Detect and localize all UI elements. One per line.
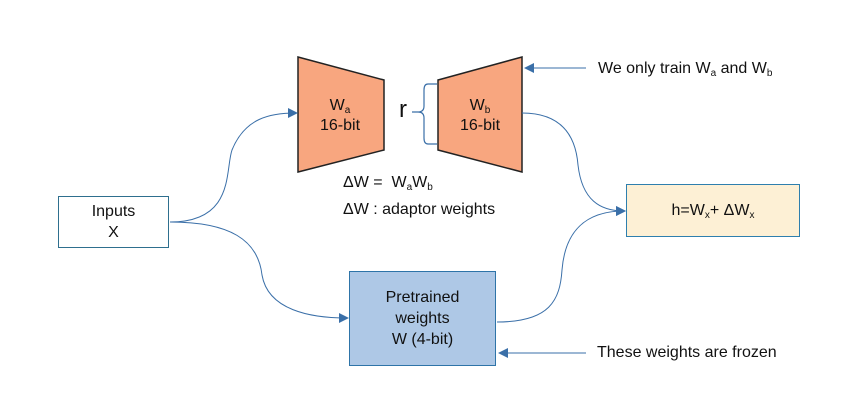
delta-w-description: ΔW : adaptor weights (343, 201, 496, 218)
arrow-wb-to-output (521, 112, 626, 216)
inputs-variable: X (108, 224, 119, 241)
output-sub1: x (704, 210, 710, 221)
delta-w-s2: b (427, 182, 433, 193)
annotation-frozen: These weights are frozen (597, 344, 777, 361)
annotation-train: We only train Wa and Wb (598, 59, 772, 79)
delta-w-lhs: ΔW = (343, 174, 392, 191)
output-formula: h=Wx+ ΔWx (672, 200, 755, 221)
annotation-train-sub-b: b (766, 68, 773, 79)
rank-label: r (399, 96, 407, 123)
output-part1: h=W (671, 202, 705, 219)
output-part2: + ΔW (709, 202, 750, 219)
pretrained-weights-box: Pretrained weights W (4-bit) (349, 271, 496, 366)
rank-bracket (412, 83, 437, 145)
delta-w-s1: a (406, 182, 413, 193)
wb-trapezoid (437, 56, 523, 173)
annotation-train-prefix: We only train W (598, 60, 711, 77)
wa-name: W (329, 97, 345, 114)
wb-bits: 16-bit (459, 117, 501, 134)
pretrained-line3: W (4-bit) (391, 331, 454, 348)
wa-label: Wa 16-bit (300, 96, 380, 136)
arrow-inputs-to-wa (169, 108, 298, 223)
annotation-train-mid: and W (716, 60, 767, 77)
delta-w-w1: W (391, 174, 407, 191)
inputs-box: Inputs X (58, 196, 169, 248)
arrow-pretrained-to-output (496, 206, 626, 323)
output-box: h=Wx+ ΔWx (626, 184, 800, 237)
annotation-train-sub-a: a (710, 68, 717, 79)
wa-bits: 16-bit (319, 117, 361, 134)
inputs-label: Inputs (91, 203, 136, 220)
delta-w-w2: W (412, 174, 428, 191)
output-sub2: x (749, 210, 755, 221)
wb-label: Wb 16-bit (440, 96, 520, 136)
pretrained-line1: Pretrained (385, 289, 460, 306)
wb-subscript: b (484, 105, 491, 116)
arrow-inputs-to-pretrained (169, 221, 349, 323)
wb-name: W (469, 97, 485, 114)
wa-subscript: a (344, 105, 351, 116)
pretrained-line2: weights (395, 310, 450, 327)
wa-trapezoid (297, 56, 385, 173)
delta-w-equation: ΔW = WaWb (343, 173, 433, 193)
